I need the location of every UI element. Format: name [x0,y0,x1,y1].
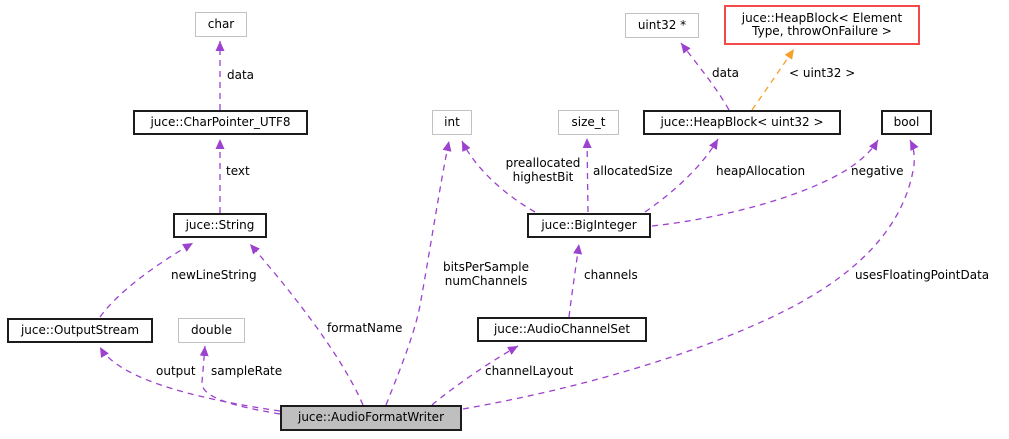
node-heapblock-uint32[interactable]: juce::HeapBlock< uint32 > [643,110,841,135]
edge-template-instantiation [751,48,795,111]
node-audioformatwriter: juce::AudioFormatWriter [280,405,462,431]
node-double: double [178,318,245,343]
edge-label-preallocated-highestbit: preallocated highestBit [505,156,581,184]
node-heapblock-template[interactable]: juce::HeapBlock< Element Type, throwOnFa… [724,5,920,45]
edge-preallocated [461,140,536,213]
edge-samplerate [199,345,281,415]
edge-label-data-char: data [227,68,255,82]
node-uint32-ptr: uint32 * [625,13,699,38]
edge-channels [568,243,583,318]
edge-label-allocatedsize: allocatedSize [593,164,673,178]
edge-label-samplerate: sampleRate [211,364,283,378]
edge-label-channels: channels [584,268,638,282]
node-audiochannelset[interactable]: juce::AudioChannelSet [477,317,647,342]
node-biginteger[interactable]: juce::BigInteger [527,213,651,238]
edge-label-bitspersample-numchannels: bitsPerSample numChannels [442,260,530,288]
edge-output [99,346,281,412]
edge-bitspersample [385,140,452,406]
node-bool[interactable]: bool [881,110,932,135]
edge-label-text: text [226,164,250,178]
node-int: int [432,110,472,135]
edge-formatname [249,243,364,406]
edge-label-data-uint32: data [712,66,740,80]
edge-allocatedsize [582,137,592,213]
edge-negative [651,139,879,227]
edge-label-channellayout: channelLayout [485,364,574,378]
edge-label-newlinestring: newLineString [171,268,257,282]
edge-label-template-instantiation: < uint32 > [789,66,856,80]
edge-usesfloatingpointdata [462,139,919,410]
node-size-t: size_t [558,110,619,135]
edge-label-negative: negative [851,164,904,178]
edge-label-formatname: formatName [327,321,403,335]
node-outputstream[interactable]: juce::OutputStream [7,318,153,343]
node-char: char [195,12,247,37]
node-string[interactable]: juce::String [173,213,267,238]
edge-heapallocation [644,138,719,213]
edge-label-heapallocation: heapAllocation [716,164,806,178]
node-charpointer-utf8[interactable]: juce::CharPointer_UTF8 [133,110,308,135]
edge-label-usesfloatingpointdata: usesFloatingPointData [855,268,990,282]
edge-channellayout [431,345,519,406]
edge-label-output: output [156,364,196,378]
